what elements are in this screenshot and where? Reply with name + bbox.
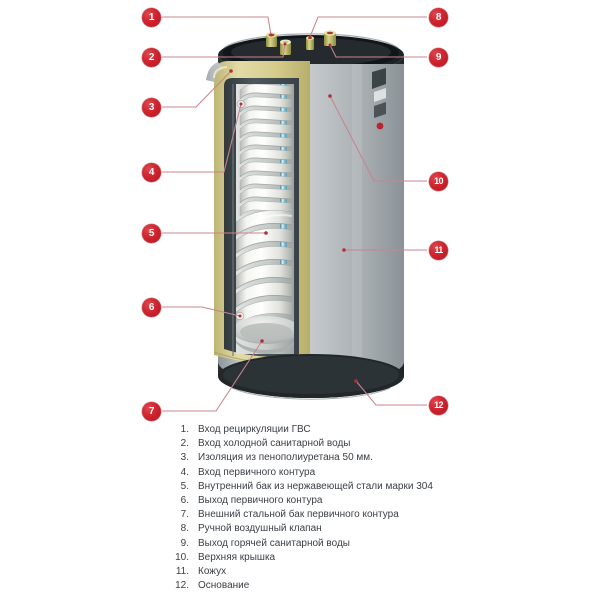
legend-label: Вход рециркуляции ГВС	[198, 424, 311, 435]
legend-item: 12. Основание	[163, 580, 493, 594]
legend-label: Кожух	[198, 565, 227, 577]
callout-badge-3[interactable]: 3	[142, 98, 161, 117]
legend-label: Изоляция из пенополиуретана 50 мм.	[198, 452, 373, 464]
callout-badge-11[interactable]: 11	[429, 241, 448, 260]
legend-number: 7.	[180, 509, 189, 521]
base-ring	[218, 354, 404, 400]
leader-endpoints	[229, 33, 358, 383]
legend-item: 1. Вход рециркуляции ГВС	[163, 424, 493, 438]
callout-badge-10[interactable]: 10	[429, 172, 448, 191]
legend-label: Верхняя крышка	[198, 551, 276, 563]
legend-item: 3. Изоляция из пенополиуретана 50 мм.	[163, 452, 493, 466]
legend-item: 2. Вход холодной санитарной воды	[163, 438, 493, 452]
legend-number: 3.	[180, 452, 189, 464]
fitting-cold-inlet	[280, 39, 291, 55]
legend-number: 11.	[175, 565, 189, 577]
legend-number: 12.	[175, 580, 189, 592]
legend-label: Внешний стальной бак первичного контура	[198, 509, 399, 521]
legend-label: Вход холодной санитарной воды	[198, 438, 351, 450]
callout-badge-6[interactable]: 6	[142, 298, 161, 317]
legend-item: 8. Ручной воздушный клапан	[163, 523, 493, 537]
leader-lines	[162, 16, 427, 412]
fitting-hot-outlet	[324, 30, 336, 46]
product-label-plate	[372, 68, 386, 130]
legend-label: Вход первичного контура	[198, 466, 316, 478]
legend-item: 5. Внутренний бак из нержавеющей стали м…	[163, 481, 493, 495]
legend-item: 7. Внешний стальной бак первичного конту…	[163, 509, 493, 523]
legend-number: 9.	[180, 537, 189, 549]
legend-label: Выход горячей санитарной воды	[198, 537, 350, 549]
legend-label: Выход первичного контура	[198, 494, 323, 506]
cutaway-section	[206, 61, 311, 364]
legend-list: 1. Вход рециркуляции ГВС 2. Вход холодно…	[163, 424, 493, 594]
callout-badge-1[interactable]: 1	[142, 8, 161, 27]
legend-item: 9. Выход горячей санитарной воды	[163, 538, 493, 552]
tank-bottom-bowl	[236, 316, 294, 354]
legend-number: 10.	[175, 551, 189, 563]
legend-label: Внутренний бак из нержавеющей стали марк…	[198, 480, 433, 492]
heat-exchanger-coil	[236, 84, 294, 354]
legend-label: Основание	[198, 580, 250, 592]
callout-badge-5[interactable]: 5	[142, 224, 161, 243]
callout-badge-7[interactable]: 7	[142, 402, 161, 421]
callout-badge-8[interactable]: 8	[429, 8, 448, 27]
callout-badge-2[interactable]: 2	[142, 48, 161, 67]
lower-coil	[236, 210, 293, 326]
callout-badge-9[interactable]: 9	[429, 48, 448, 67]
legend-number: 4.	[180, 466, 189, 478]
legend-item: 10. Верхняя крышка	[163, 552, 493, 566]
legend-item: 11. Кожух	[163, 566, 493, 580]
top-fittings	[266, 30, 336, 55]
legend-item: 4. Вход первичного контура	[163, 467, 493, 481]
legend-number: 6.	[180, 494, 189, 506]
legend-number: 5.	[180, 480, 189, 492]
legend-number: 2.	[180, 438, 189, 450]
legend-item: 6. Выход первичного контура	[163, 495, 493, 509]
callout-badge-12[interactable]: 12	[429, 396, 448, 415]
callout-badge-4[interactable]: 4	[142, 163, 161, 182]
legend-label: Ручной воздушный клапан	[198, 523, 322, 535]
legend-number: 1.	[180, 424, 189, 435]
legend-number: 8.	[180, 523, 189, 535]
